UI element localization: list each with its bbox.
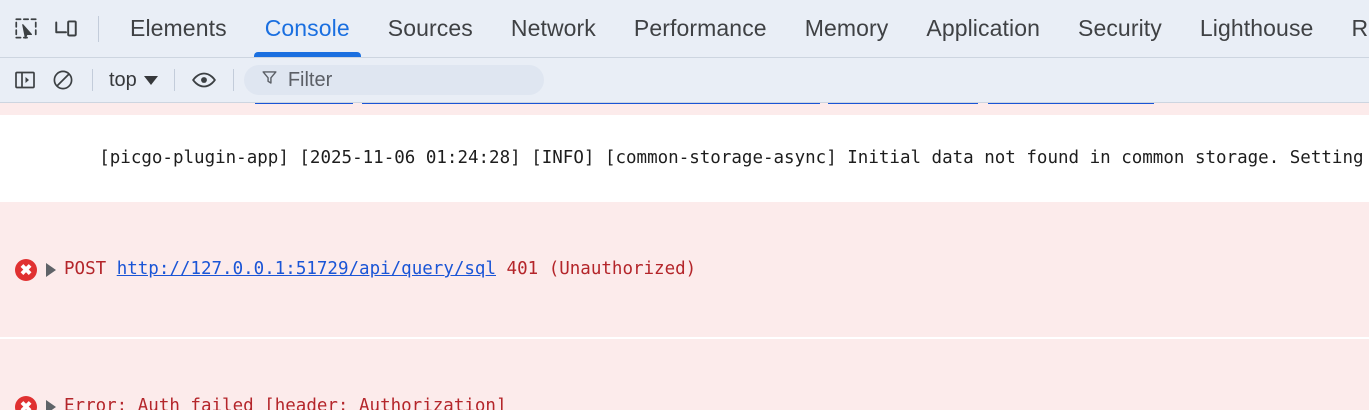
tab-label: Security — [1078, 15, 1162, 41]
console-message-list[interactable]: [picgo-plugin-app] [2025-11-06 01:24:28]… — [0, 103, 1369, 410]
log-text: [picgo-plugin-app] [2025-11-06 01:24:28]… — [99, 148, 1369, 168]
tab-elements[interactable]: Elements — [111, 0, 246, 57]
chevron-down-icon — [143, 75, 158, 85]
tab-label: Sources — [387, 15, 473, 41]
clear-console-icon[interactable] — [44, 61, 82, 99]
inspect-element-icon[interactable] — [6, 9, 46, 49]
tab-application[interactable]: Application — [907, 0, 1059, 57]
toolbar-divider — [173, 69, 175, 91]
execution-context-selector[interactable]: top — [103, 69, 164, 92]
toolbar-divider — [92, 69, 93, 91]
tab-recorder[interactable]: Recor — [1332, 0, 1369, 57]
status-code: 401 — [506, 259, 539, 279]
toolbar-divider — [232, 69, 234, 91]
tab-performance[interactable]: Performance — [615, 0, 786, 57]
tab-label: Performance — [633, 15, 767, 41]
panel-tabs: Elements Console Sources Network Perform… — [111, 0, 1369, 57]
request-url-link[interactable]: http://127.0.0.1:51729/api/query/sql — [116, 259, 496, 279]
console-toolbar: top Filter — [0, 58, 1369, 103]
execution-context-value: top — [109, 68, 137, 91]
error-text: POST http://127.0.0.1:51729/api/query/sq… — [64, 257, 1369, 282]
error-title: Error: Auth failed [header: Authorizatio… — [64, 396, 507, 410]
tab-console[interactable]: Console — [246, 0, 369, 57]
filter-icon — [260, 68, 279, 93]
devtools-tabbar: Elements Console Sources Network Perform… — [0, 0, 1369, 58]
tab-label: Application — [926, 15, 1040, 41]
toolbar-divider — [98, 15, 99, 42]
console-message-partial[interactable] — [0, 103, 1369, 115]
device-toolbar-icon[interactable] — [46, 9, 86, 49]
console-message-error[interactable]: ✖ POST http://127.0.0.1:51729/api/query/… — [0, 201, 1369, 338]
live-expression-icon[interactable] — [185, 61, 223, 99]
tab-label: Network — [510, 15, 596, 41]
error-badge-icon: ✖ — [15, 259, 37, 281]
console-sidebar-icon[interactable] — [6, 61, 44, 99]
tab-label: Recor — [1351, 15, 1369, 41]
tab-lighthouse[interactable]: Lighthouse — [1181, 0, 1333, 57]
tab-security[interactable]: Security — [1059, 0, 1181, 57]
http-method: POST — [64, 259, 107, 279]
filter-placeholder: Filter — [287, 68, 333, 91]
tab-label: Lighthouse — [1199, 15, 1314, 41]
tab-label: Memory — [804, 15, 889, 41]
tab-label: Console — [264, 15, 350, 41]
tab-label: Elements — [130, 15, 227, 41]
tab-sources[interactable]: Sources — [369, 0, 492, 57]
console-message-log[interactable]: [picgo-plugin-app] [2025-11-06 01:24:28]… — [0, 115, 1369, 201]
console-message-error[interactable]: ✖ Error: Auth failed [header: Authorizat… — [0, 338, 1369, 410]
filter-input[interactable]: Filter — [243, 65, 544, 95]
tab-memory[interactable]: Memory — [786, 0, 908, 57]
status-text: (Unauthorized) — [548, 259, 697, 279]
error-badge-icon: ✖ — [15, 396, 37, 410]
expand-arrow-icon[interactable] — [46, 400, 56, 410]
tab-network[interactable]: Network — [492, 0, 615, 57]
expand-arrow-icon[interactable] — [46, 263, 56, 277]
